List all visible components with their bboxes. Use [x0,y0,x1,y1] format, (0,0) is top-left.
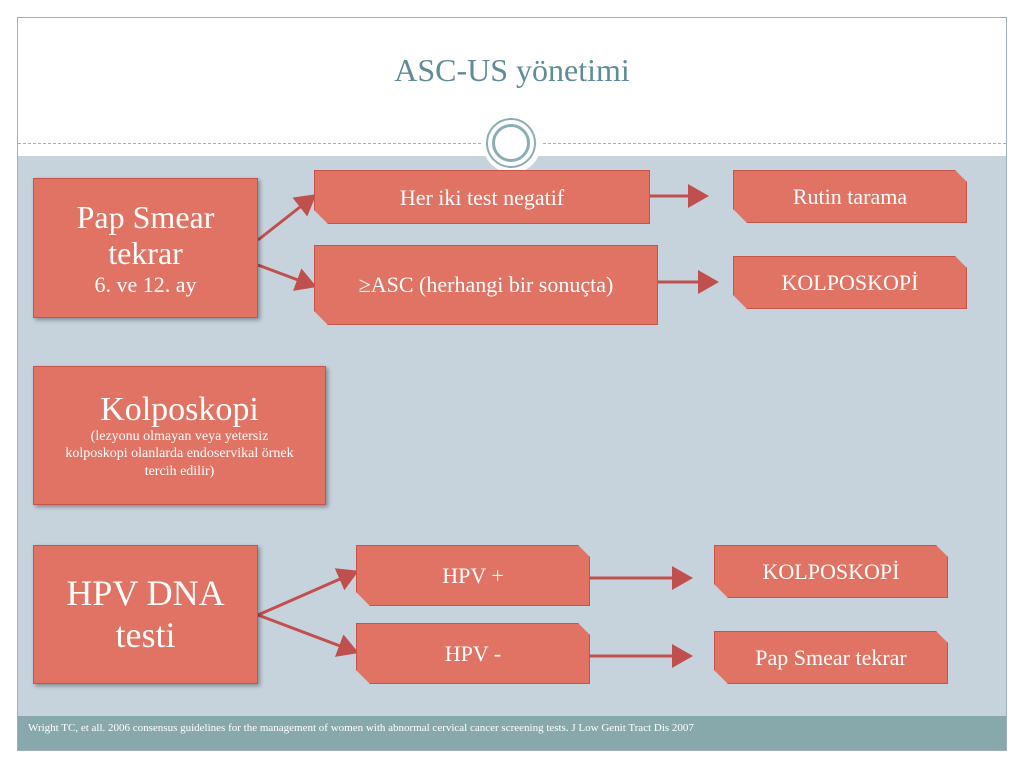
slide-frame [17,17,1007,751]
colposcopy-main-box: Kolposkopi (lezyonu olmayan veya yetersi… [33,366,326,505]
routine-screening-label: Rutin tarama [792,183,908,209]
hpv-positive-box: HPV + [356,545,590,606]
pap-smear-line2: tekrar [108,235,183,272]
footer-citation: Wright TC, et all. 2006 consensus guidel… [28,722,694,734]
pap-smear-repeat-box: Pap Smear tekrar 6. ve 12. ay [33,178,258,318]
footer-bar [18,716,1006,750]
divider-circle-inner [492,124,530,162]
arrow-hpv-to-positive [257,568,359,617]
both-negative-box: Her iki test negatif [314,170,650,224]
hpv-dna-test-label: HPV DNA testi [66,573,225,655]
arrow-hpv-to-negative [257,613,359,657]
pap-smear-line3: 6. ve 12. ay [94,272,197,298]
hpv-negative-label: HPV - [444,640,502,666]
routine-screening-box: Rutin tarama [733,170,967,223]
hpv-positive-label: HPV + [442,562,504,588]
hpv-negative-box: HPV - [356,623,590,684]
asc-any-label: ≥ASC (herhangi bir sonuçta) [358,272,614,298]
pap-smear-repeat-result-box: Pap Smear tekrar [714,631,948,684]
pap-smear-line1: Pap Smear [76,198,215,235]
colposcopy-main-title: Kolposkopi [100,390,259,428]
arrow-pap-to-asc [257,263,317,291]
slide-title: ASC-US yönetimi [394,52,630,88]
arrow-pap-to-negative [257,194,317,242]
colposcopy-box-2: KOLPOSKOPİ [714,545,948,598]
asc-any-box: ≥ASC (herhangi bir sonuçta) [314,245,658,325]
colposcopy-label-2: KOLPOSKOPİ [762,558,900,584]
colposcopy-label-1: KOLPOSKOPİ [781,269,919,295]
both-negative-label: Her iki test negatif [399,185,565,210]
colposcopy-box-1: KOLPOSKOPİ [733,256,967,309]
colposcopy-main-note: (lezyonu olmayan veya yetersiz kolposkop… [65,428,294,479]
hpv-dna-test-box: HPV DNA testi [33,545,258,684]
pap-smear-repeat-result-label: Pap Smear tekrar [755,644,907,670]
